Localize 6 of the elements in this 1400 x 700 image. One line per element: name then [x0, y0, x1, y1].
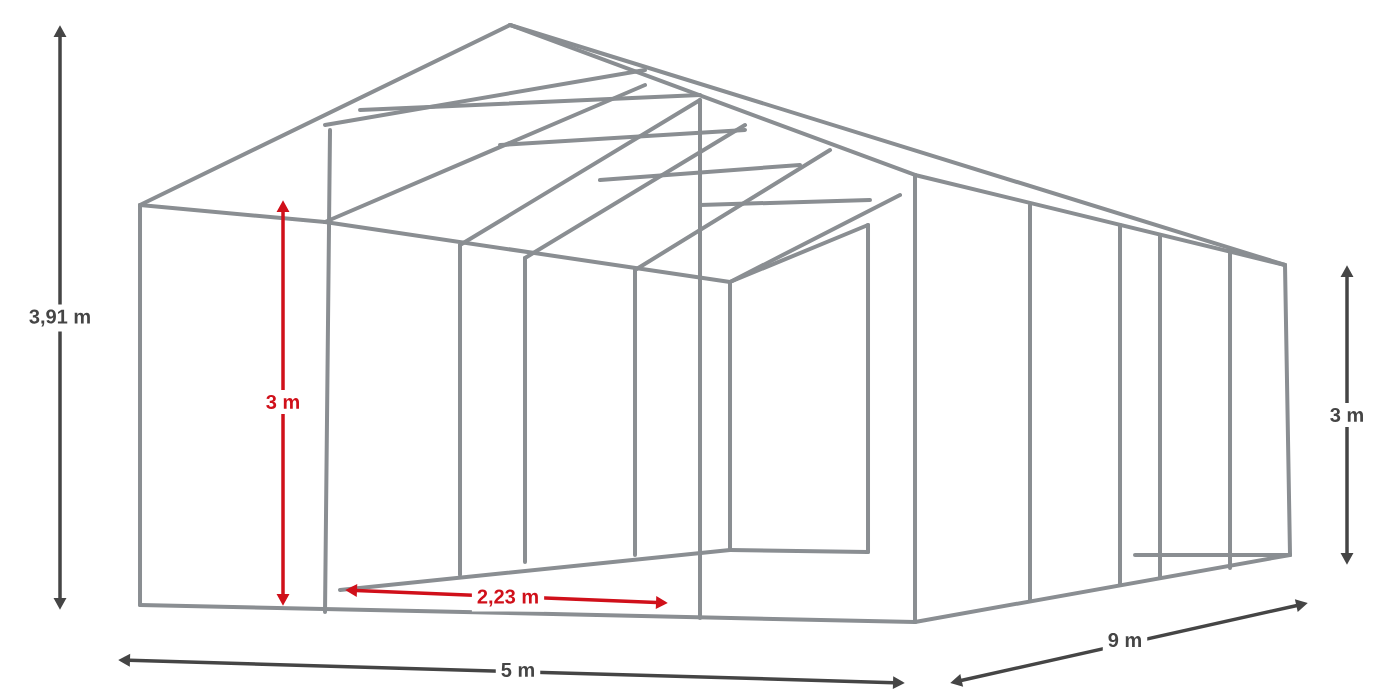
dimension-label: 3,91 m — [23, 304, 97, 332]
dimension-label: 3 m — [1324, 402, 1370, 428]
dimension-label: 5 m — [495, 658, 541, 682]
dimension-label: 9 m — [1102, 627, 1148, 653]
dimension-label: 2,23 m — [471, 584, 545, 612]
dimension-label: 3 m — [260, 389, 306, 415]
